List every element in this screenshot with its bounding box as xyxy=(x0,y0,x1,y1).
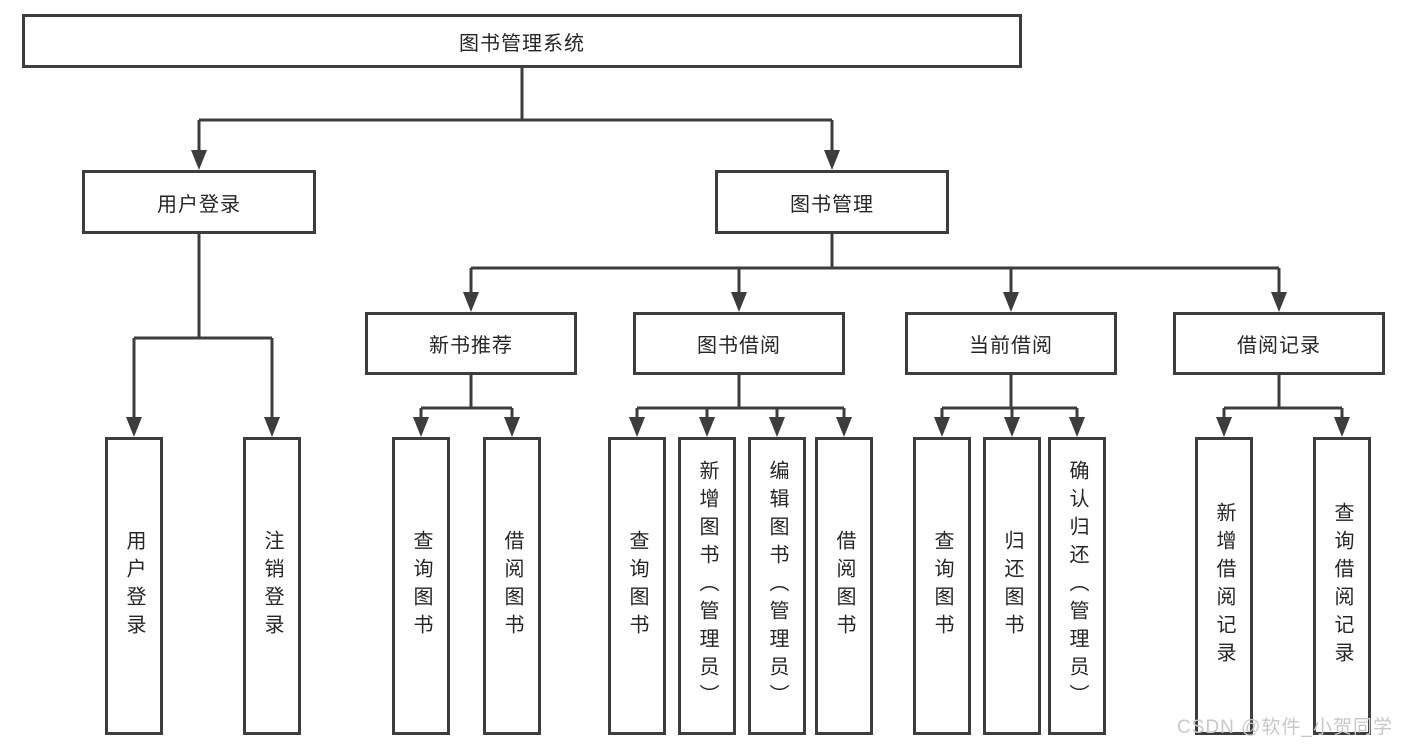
node-root-library-system: 图书管理系统 xyxy=(22,14,1022,68)
leaf-user-login: 用户登录 xyxy=(105,437,163,735)
leaf-query-books-borrow: 查询图书 xyxy=(608,437,666,735)
leaf-add-borrow-record: 新增借阅记录 xyxy=(1195,437,1253,735)
leaf-confirm-return-admin: 确认归还（管理员） xyxy=(1048,437,1106,735)
leaf-query-borrow-record: 查询借阅记录 xyxy=(1313,437,1371,735)
arrowheads xyxy=(126,150,1350,437)
node-borrow-records: 借阅记录 xyxy=(1173,312,1385,375)
node-current-borrow: 当前借阅 xyxy=(905,312,1117,375)
node-new-book-recommend: 新书推荐 xyxy=(365,312,577,375)
leaf-logout: 注销登录 xyxy=(243,437,301,735)
leaf-borrow-books-recommend: 借阅图书 xyxy=(483,437,541,735)
leaf-add-books-admin: 新增图书（管理员） xyxy=(678,437,736,735)
leaf-edit-books-admin: 编辑图书（管理员） xyxy=(748,437,806,735)
node-book-management-branch: 图书管理 xyxy=(715,170,949,234)
leaf-return-books: 归还图书 xyxy=(983,437,1041,735)
node-user-login-branch: 用户登录 xyxy=(82,170,316,234)
leaf-query-books-recommend: 查询图书 xyxy=(392,437,450,735)
node-book-borrow: 图书借阅 xyxy=(633,312,845,375)
csdn-watermark: CSDN @软件_小贺同学 xyxy=(1177,717,1393,738)
leaf-query-books-current: 查询图书 xyxy=(913,437,971,735)
leaf-borrow-books: 借阅图书 xyxy=(815,437,873,735)
